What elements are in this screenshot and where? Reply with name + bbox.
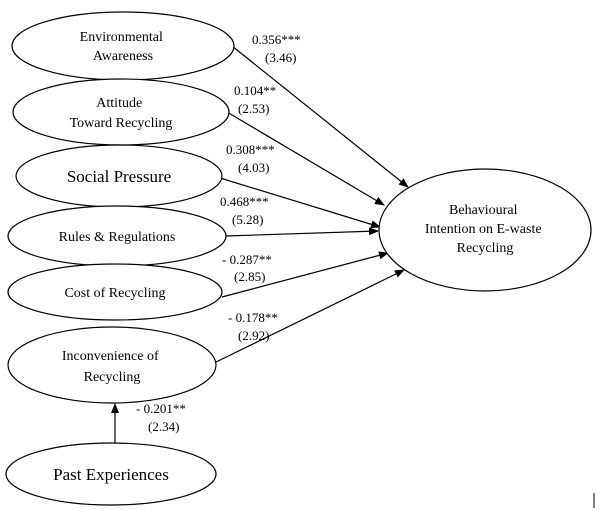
edge-rul-beh: [225, 227, 379, 237]
nodes: Environmental Awareness Attitude Toward …: [5, 11, 592, 506]
edge-soc-beh: [219, 177, 381, 229]
node-inconvenience-of-recycling: Inconvenience of Recycling: [7, 326, 217, 404]
svg-text:Past Experiences: Past Experiences: [53, 465, 169, 484]
coef-soc-beh: 0.308*** (4.03): [226, 142, 278, 175]
svg-text:Cost of Recycling: Cost of Recycling: [64, 286, 165, 301]
node-past-experiences: Past Experiences: [5, 442, 217, 506]
svg-text:Attitude Toward Recycl: Attitude Toward Recycling: [70, 96, 173, 131]
edges: [111, 45, 409, 443]
coef-cost-beh: - 0.287** (2.85): [222, 252, 275, 284]
coef-rul-beh: 0.468*** (5.28): [220, 194, 272, 227]
svg-text:Environmental Awarenes: Environmental Awareness: [80, 30, 167, 64]
node-rules-regulations: Rules & Regulations: [7, 205, 227, 267]
node-social-pressure: Social Pressure: [15, 144, 223, 208]
svg-text:Social Pressure: Social Pressure: [67, 167, 171, 186]
node-environmental-awareness: Environmental Awareness: [11, 11, 235, 81]
coef-past-inc: - 0.201** (2.34): [136, 401, 189, 434]
edge-cost-beh: [221, 251, 389, 298]
node-attitude-toward-recycling: Attitude Toward Recycling: [12, 78, 230, 146]
node-cost-of-recycling: Cost of Recycling: [7, 263, 223, 321]
node-behavioural-intention: Behavioural Intention on E-waste Recycli…: [378, 168, 592, 292]
coef-env-beh: 0.356*** (3.46): [252, 32, 304, 65]
coefficients: 0.356*** (3.46) 0.104** (2.53) 0.308*** …: [136, 32, 304, 434]
svg-text:Behavioural Intention: Behavioural Intention on E-waste Recycli…: [425, 203, 545, 256]
svg-text:Rules & Regulations: Rules & Regulations: [59, 230, 176, 245]
edge-att-beh: [226, 111, 385, 206]
coef-att-beh: 0.104** (2.53): [234, 83, 280, 116]
coef-inc-beh: - 0.178** (2.92): [228, 310, 281, 343]
svg-text:Inconvenience of Recyc: Inconvenience of Recycling: [62, 349, 162, 385]
edge-inc-beh: [211, 269, 405, 365]
edge-env-beh: [231, 45, 409, 188]
